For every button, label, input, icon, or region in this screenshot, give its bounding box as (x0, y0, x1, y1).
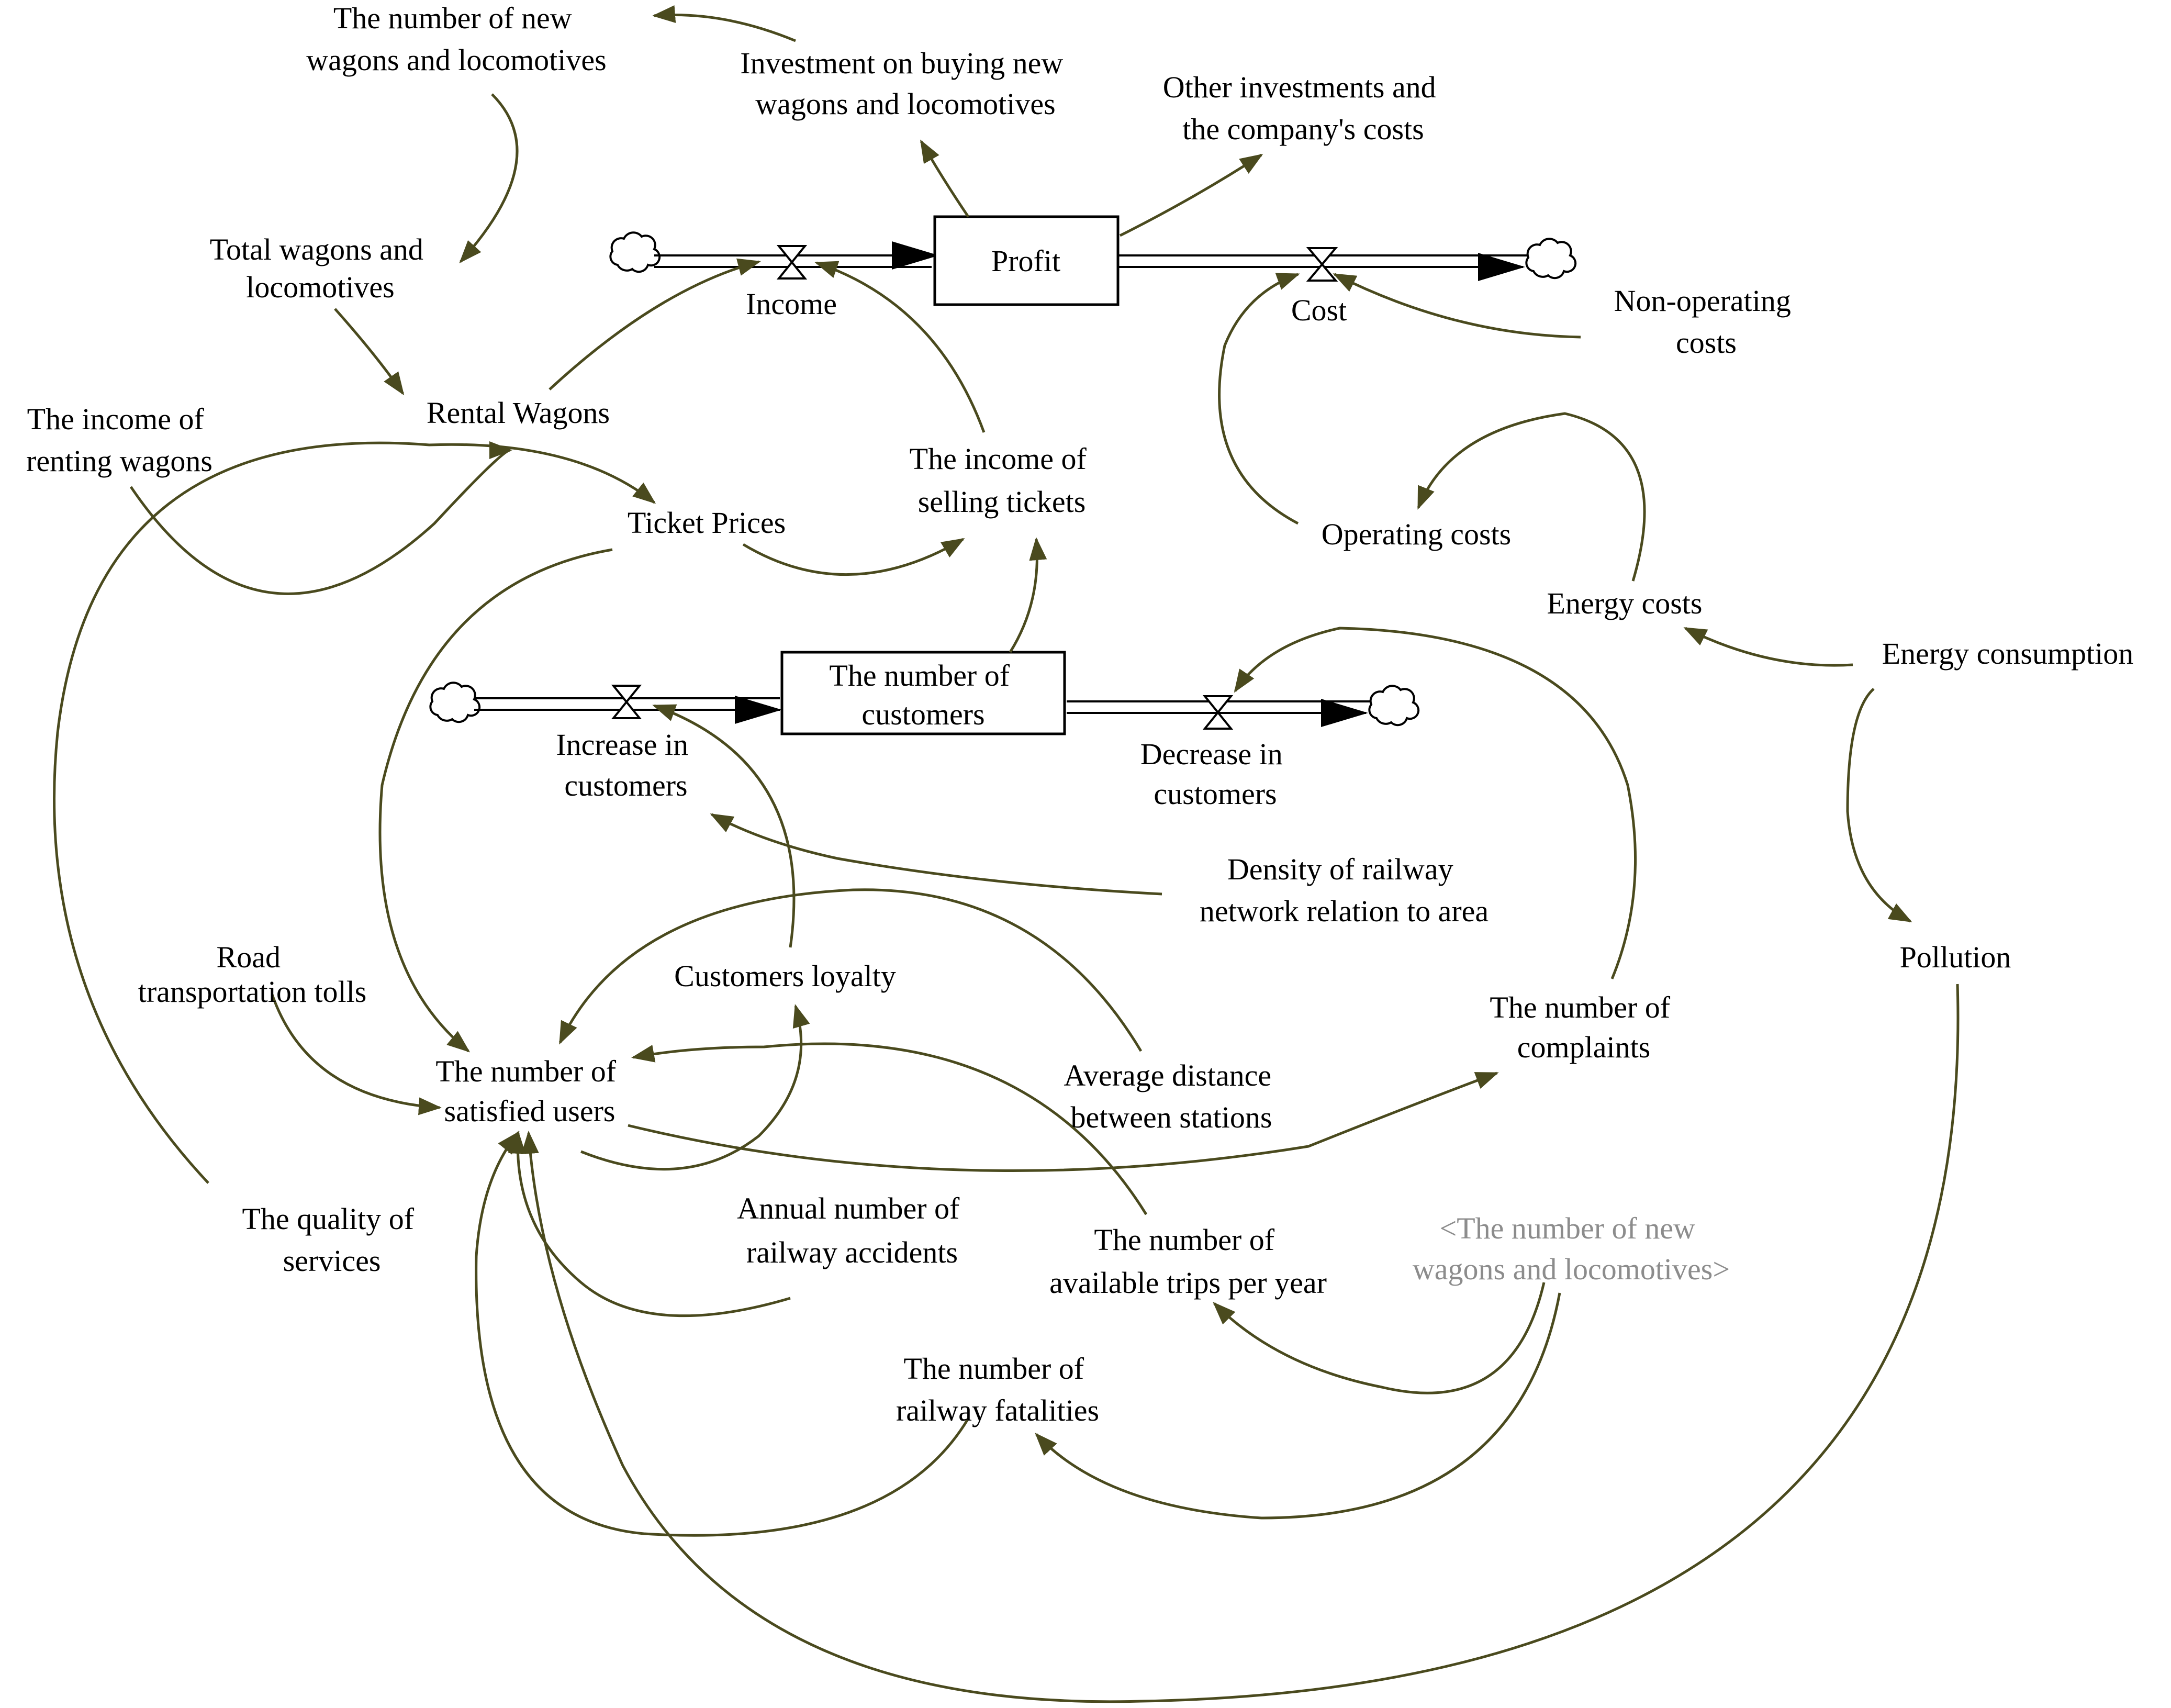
label-other-invest[interactable]: Other investments and the company's cost… (1163, 70, 1443, 146)
link-ticketprices-to-satisfied (378, 548, 613, 1053)
link-invest-to-newwagons (652, 5, 796, 42)
source-cloud-icon (609, 231, 661, 273)
label-cost-flow[interactable]: Cost (1291, 293, 1347, 327)
label-energy-consumption[interactable]: Energy consumption (1882, 637, 2134, 671)
label-new-wagons-shadow[interactable]: <The number of new wagons and locomotive… (1413, 1211, 1730, 1286)
sink-cloud-icon (1525, 238, 1577, 280)
link-customers-to-ticketincome (1009, 537, 1047, 653)
profit-stock-box[interactable] (933, 215, 1120, 306)
label-rental-wagons[interactable]: Rental Wagons (427, 396, 610, 430)
label-ticket-income[interactable]: The income of selling tickets (910, 442, 1094, 519)
label-road-tolls[interactable]: Road transportation tolls (138, 940, 367, 1009)
link-newwagons-to-total (459, 93, 519, 263)
label-density[interactable]: Density of railway network relation to a… (1200, 852, 1489, 928)
cost-flow-pipe (1119, 238, 1577, 282)
label-new-wagons[interactable]: The number of new wagons and locomotives (306, 1, 606, 77)
link-operating-to-cost (1218, 273, 1300, 525)
sink-cloud-icon (1368, 685, 1420, 727)
label-total-wagons[interactable]: Total wagons and locomotives (210, 232, 431, 304)
label-operating-costs[interactable]: Operating costs (1322, 517, 1511, 551)
income-valve-icon (776, 245, 808, 280)
decrease-valve-icon (1202, 695, 1234, 730)
link-trips-to-satisfied (631, 1042, 1148, 1215)
link-loyalty-to-increase (652, 704, 796, 948)
label-accidents[interactable]: Annual number of railway accidents (737, 1191, 967, 1269)
cost-valve-icon (1306, 247, 1338, 282)
income-flow-pipe (609, 231, 939, 280)
label-decrease-flow[interactable]: Decrease in customers (1140, 737, 1291, 811)
link-pollution-to-satisfied (521, 984, 1960, 1703)
link-energyconsumption-to-pollution (1846, 688, 1912, 923)
link-total-to-rental (334, 308, 405, 396)
link-nonop-to-cost (1333, 273, 1581, 339)
link-energycosts-to-operating (1417, 412, 1646, 582)
link-ticketprices-to-ticketincome (742, 538, 965, 576)
label-nonop-costs[interactable]: Non-operating costs (1614, 284, 1799, 360)
link-newwagons-to-trips (1213, 1282, 1546, 1394)
source-cloud-icon (429, 682, 481, 723)
label-satisfied-users[interactable]: The number of satisfied users (435, 1054, 623, 1128)
label-increase-flow[interactable]: Increase in customers (556, 728, 696, 802)
label-energy-costs[interactable]: Energy costs (1547, 586, 1703, 620)
link-complaints-to-decrease (1234, 627, 1637, 979)
link-profit-to-invest (920, 139, 970, 218)
link-rental-to-income (549, 258, 761, 390)
label-renting-income[interactable]: The income of renting wagons (26, 402, 212, 478)
label-invest-new[interactable]: Investment on buying new wagons and loco… (740, 46, 1070, 121)
link-accidents-to-satisfied (508, 1131, 791, 1318)
label-fatalities[interactable]: The number of railway fatalities (896, 1352, 1099, 1427)
label-ticket-prices[interactable]: Ticket Prices (628, 506, 786, 540)
link-energyconsumption-to-energycosts (1683, 627, 1853, 667)
label-pollution[interactable]: Pollution (1900, 940, 2011, 974)
link-profit-to-other (1119, 153, 1263, 237)
label-loyalty[interactable]: Customers loyalty (674, 959, 896, 993)
label-trips[interactable]: The number of available trips per year (1049, 1223, 1327, 1300)
link-density-to-increase (710, 813, 1162, 896)
label-income-flow[interactable]: Income (746, 287, 837, 321)
label-complaints[interactable]: The number of complaints (1490, 990, 1677, 1064)
customers-stock-box[interactable] (780, 651, 1066, 735)
label-avg-distance[interactable]: Average distance between stations (1064, 1058, 1279, 1134)
link-roadtolls-to-satisfied (271, 994, 442, 1115)
increase-flow-pipe (429, 682, 782, 724)
link-ticketincome-to-income (814, 261, 986, 433)
link-renting-to-rental (129, 441, 512, 595)
label-profit[interactable]: Profit (991, 244, 1060, 278)
decrease-flow-pipe (1067, 685, 1420, 730)
causal-links (53, 5, 1960, 1703)
label-customers-stock[interactable]: The number of customers (829, 658, 1017, 731)
link-fatalities-to-satisfied (475, 1131, 970, 1537)
link-satisfied-to-complaints (628, 1071, 1499, 1173)
link-newwagons-to-fatalities (1035, 1292, 1561, 1520)
increase-valve-icon (611, 685, 642, 719)
link-avgdistance-to-satisfied (558, 888, 1143, 1052)
link-satisfied-to-loyalty (580, 1004, 810, 1171)
label-quality[interactable]: The quality of services (242, 1202, 421, 1278)
link-quality-to-ticketprices (53, 441, 656, 1184)
